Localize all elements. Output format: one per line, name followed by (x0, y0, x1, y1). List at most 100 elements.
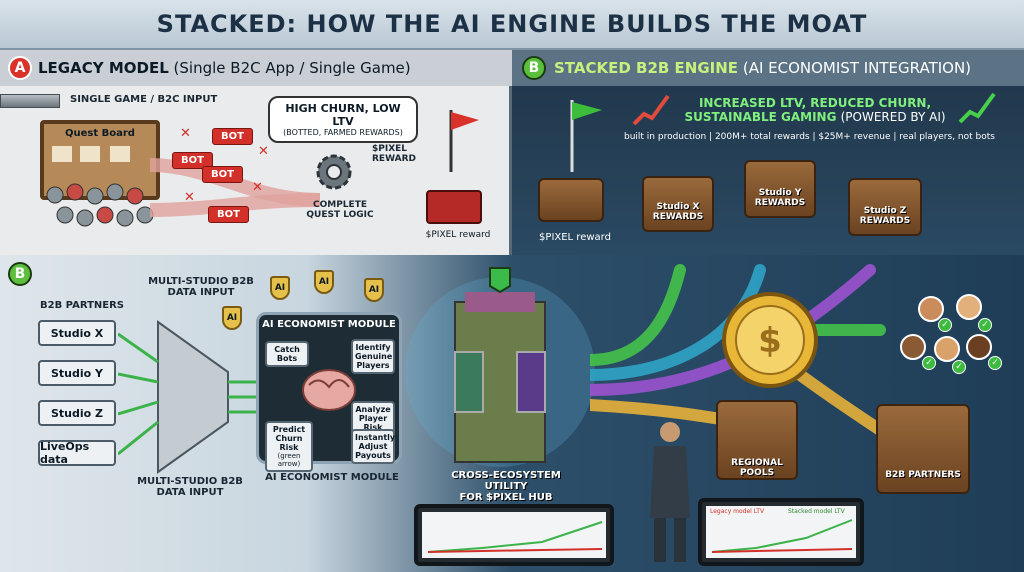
bot-tag: BOT (212, 128, 253, 145)
presenter-icon (640, 418, 700, 568)
studio-y-chest: Studio Y REWARDS (744, 160, 816, 218)
avatar (966, 334, 992, 360)
badge-a: A (8, 56, 32, 80)
input-top-label: MULTI-STUDIO B2B DATA INPUT (146, 276, 256, 298)
funnel-icon (118, 312, 258, 482)
chest-label: Studio X REWARDS (644, 202, 712, 222)
tablet-screen (422, 512, 606, 558)
reward-bottom-label: $PIXEL reward (408, 230, 508, 240)
legend-stacked: Stacked model LTV (788, 508, 845, 515)
panel-stacked-engine: B STACKED B2B ENGINE (AI ECONOMIST INTEG… (512, 50, 1024, 255)
partners-label: B2B PARTNERS (40, 300, 124, 311)
tablet-chart-left (414, 504, 614, 566)
x-icon: ✕ (180, 126, 191, 141)
red-flag-icon (445, 106, 485, 176)
badge-lower-b: B (8, 262, 32, 286)
note-icon (52, 146, 72, 162)
red-chest-icon (426, 190, 482, 224)
panel-a-header: A LEGACY MODEL (Single B2C App / Single … (0, 50, 512, 86)
tagline-suffix: (POWERED BY AI) (841, 110, 946, 124)
pixel-hub-tower (400, 262, 600, 472)
tagline-line1: INCREASED LTV, REDUCED CHURN, (680, 96, 950, 110)
panel-legacy-model: A LEGACY MODEL (Single B2C App / Single … (0, 50, 512, 255)
module-title: AI ECONOMIST MODULE (259, 319, 399, 330)
badge-b: B (522, 56, 546, 80)
module-caption: AI ECONOMIST MODULE (262, 472, 402, 483)
tablet-chart-right: Legacy model LTV Stacked model LTV (698, 498, 864, 566)
ai-shield-icon: AI (270, 276, 290, 300)
avatar (956, 294, 982, 320)
input-bottom-label: MULTI-STUDIO B2B DATA INPUT (130, 476, 250, 498)
callout-subtitle: (BOTTED, FARMED REWARDS) (278, 128, 408, 137)
panel-b-title: STACKED B2B ENGINE (554, 59, 738, 77)
brain-icon (299, 365, 359, 415)
pixel-coin-icon: $ (720, 290, 820, 390)
check-icon: ✓ (978, 318, 992, 332)
b2b-partners-chest: B2B PARTNERS (876, 404, 970, 494)
studio-x-box: Studio X (38, 320, 116, 346)
input-label: SINGLE GAME / B2C INPUT (70, 94, 217, 105)
pixel-chest-icon (538, 178, 604, 222)
adjust-payouts-item: Instantly Adjust Payouts (351, 429, 395, 464)
x-icon: ✕ (184, 190, 195, 205)
panel-a-title: LEGACY MODEL (38, 59, 169, 77)
predict-churn-item: Predict Churn Risk (green arrow) (265, 421, 313, 472)
svg-text:$: $ (758, 321, 782, 361)
panel-a-subtitle: (Single B2C App / Single Game) (174, 59, 411, 77)
reward-label: $PIXEL REWARD (372, 144, 452, 164)
ai-economist-module: AI ECONOMIST MODULE Catch Bots Identify … (256, 312, 402, 464)
churn-callout: HIGH CHURN, LOW LTV (BOTTED, FARMED REWA… (268, 96, 418, 143)
avatar (934, 336, 960, 362)
predict-sub: (green arrow) (269, 452, 309, 468)
note-icon (110, 146, 130, 162)
input-pipe (0, 94, 60, 108)
avatar (900, 334, 926, 360)
regional-pools-chest: REGIONAL POOLS (716, 400, 798, 480)
x-icon: ✕ (252, 180, 263, 195)
hub-caption: CROSS-ECOSYSTEM UTILITY FOR $PIXEL HUB (436, 470, 576, 503)
tagline: INCREASED LTV, REDUCED CHURN, SUSTAINABL… (680, 96, 950, 124)
hub-line2: FOR $PIXEL HUB (436, 492, 576, 503)
studio-z-box: Studio Z (38, 400, 116, 426)
chest-label: Studio Y REWARDS (746, 188, 814, 208)
growth-chart-icon (958, 88, 998, 128)
check-icon: ✓ (922, 356, 936, 370)
avatar (918, 296, 944, 322)
studio-x-chest: Studio X REWARDS (642, 176, 714, 232)
legend-legacy: Legacy model LTV (710, 508, 764, 515)
bot-tag: BOT (208, 206, 249, 223)
page-title: STACKED: HOW THE AI ENGINE BUILDS THE MO… (157, 10, 868, 38)
chest-label: Studio Z REWARDS (850, 206, 920, 226)
pixel-reward-label: $PIXEL reward (530, 232, 620, 243)
tablet-screen: Legacy model LTV Stacked model LTV (706, 506, 856, 558)
panel-b-subtitle: (AI ECONOMIST INTEGRATION) (743, 59, 971, 77)
check-icon: ✓ (938, 318, 952, 332)
chest-label: B2B PARTNERS (878, 470, 968, 480)
growth-chart-icon (632, 90, 672, 130)
panel-b-header: B STACKED B2B ENGINE (AI ECONOMIST INTEG… (512, 50, 1024, 86)
check-icon: ✓ (952, 360, 966, 374)
callout-title: HIGH CHURN, LOW LTV (278, 102, 408, 128)
hub-line1: CROSS-ECOSYSTEM UTILITY (436, 470, 576, 492)
player-crowd-icon (40, 170, 160, 240)
ai-shield-icon: AI (364, 278, 384, 302)
chest-label: REGIONAL POOLS (718, 458, 796, 478)
liveops-box: LiveOps data (38, 440, 116, 466)
title-bar: STACKED: HOW THE AI ENGINE BUILDS THE MO… (0, 0, 1024, 50)
note-icon (80, 146, 100, 162)
quest-board-label: Quest Board (44, 128, 156, 139)
x-icon: ✕ (258, 144, 269, 159)
check-icon: ✓ (988, 356, 1002, 370)
ai-shield-icon: AI (222, 306, 242, 330)
predict-label: Predict Churn Risk (269, 425, 309, 452)
ai-shield-icon: AI (314, 270, 334, 294)
tagline-line2: SUSTAINABLE GAMING (684, 110, 836, 124)
stats-line: built in production | 200M+ total reward… (624, 132, 1024, 142)
catch-bots-item: Catch Bots (265, 341, 309, 367)
green-flag-icon (566, 96, 606, 176)
logic-label: COMPLETE QUEST LOGIC (300, 200, 380, 220)
bot-tag: BOT (202, 166, 243, 183)
studio-z-chest: Studio Z REWARDS (848, 178, 922, 236)
studio-y-box: Studio Y (38, 360, 116, 386)
gear-icon (312, 150, 356, 194)
